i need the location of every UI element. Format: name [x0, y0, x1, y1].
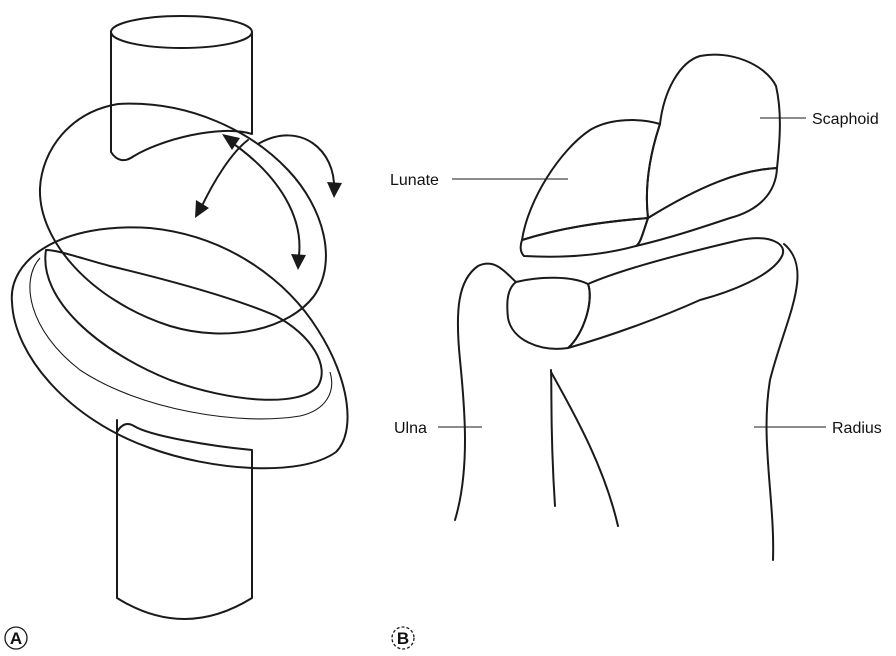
- lunate-underside: [521, 218, 648, 257]
- panel-letter-a-text: A: [10, 629, 22, 648]
- lunate-bone: [522, 120, 660, 240]
- panel-letter-a: A: [5, 627, 27, 649]
- arrowhead-rotation: [327, 182, 342, 198]
- arc-arrow-rotation: [258, 135, 334, 190]
- ulna-label: Ulna: [394, 420, 427, 437]
- radius-outline: [767, 244, 798, 560]
- panel-b-wrist: Scaphoid Lunate Ulna Radius: [390, 55, 882, 560]
- arrowhead-flexion-bottom: [291, 254, 306, 270]
- ellipsoid-condyle: [40, 104, 326, 334]
- arrowhead-deviation: [195, 200, 209, 218]
- panel-a-joint-model: [12, 16, 348, 619]
- arc-arrow-flexion: [228, 140, 299, 262]
- lunate-label: Lunate: [390, 172, 439, 189]
- lower-shaft-top: [117, 424, 252, 470]
- scaphoid-fossa: [568, 238, 783, 348]
- radius-label: Radius: [832, 420, 882, 437]
- panel-letter-b-text: B: [397, 629, 409, 648]
- upper-shaft-top: [111, 16, 252, 48]
- scaphoid-bone: [647, 55, 780, 218]
- lower-shaft: [117, 420, 252, 619]
- ulna-inner: [551, 370, 555, 506]
- panel-letter-b: B: [392, 627, 414, 649]
- scaphoid-underside: [636, 168, 777, 246]
- scaphoid-label: Scaphoid: [812, 111, 879, 128]
- socket-rim: [30, 258, 332, 419]
- socket-concave-surface: [45, 250, 321, 400]
- arc-arrow-deviation: [200, 140, 248, 210]
- radius-inner: [551, 372, 618, 526]
